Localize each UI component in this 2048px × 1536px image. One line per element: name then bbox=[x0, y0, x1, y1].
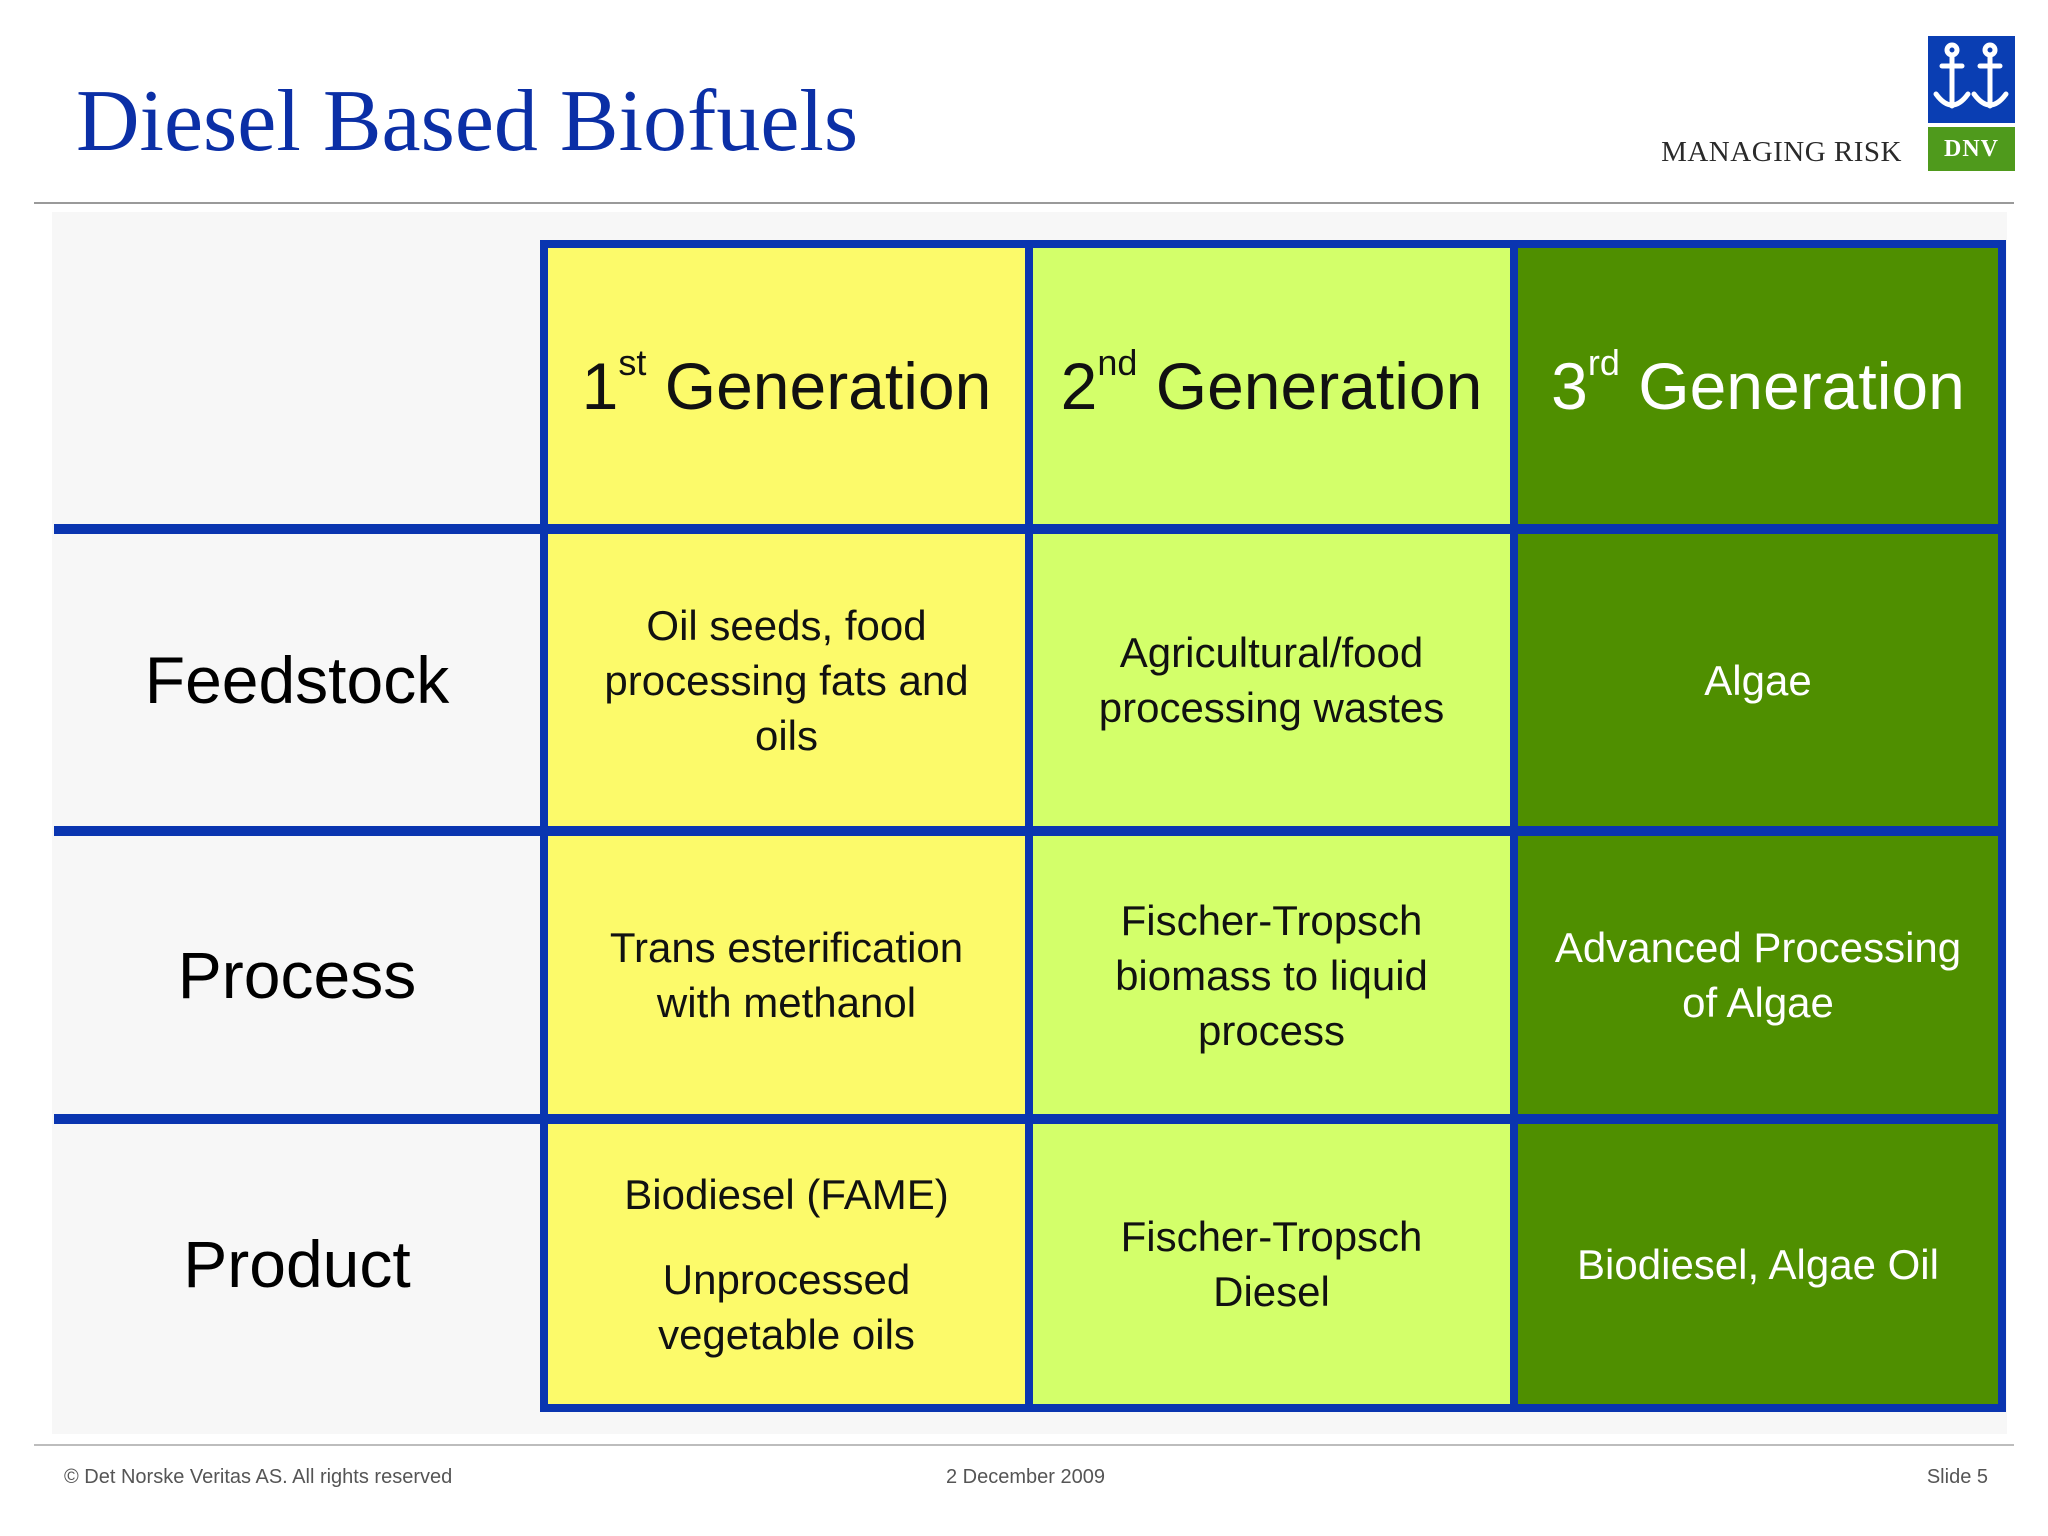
row-label-feedstock: Feedstock bbox=[144, 643, 450, 717]
cell-process-gen3: Advanced Processing of Algae bbox=[1518, 836, 1998, 1114]
dnv-logo-emblem bbox=[1928, 36, 2015, 123]
row-label-product: Product bbox=[183, 1227, 411, 1301]
gen-suffix: st bbox=[618, 342, 647, 383]
cell-text: Fischer-Tropsch biomass to liquid proces… bbox=[1115, 896, 1428, 1054]
logo-text: DNV bbox=[1944, 135, 1999, 162]
cell-text: Trans esterification with methanol bbox=[609, 924, 964, 1026]
gen-number: 3 bbox=[1551, 349, 1588, 423]
footer-divider bbox=[34, 1444, 2014, 1446]
cell-feedstock-gen1: Oil seeds, food processing fats and oils bbox=[548, 534, 1025, 826]
cell-process-gen2: Fischer-Tropsch biomass to liquid proces… bbox=[1033, 836, 1510, 1114]
header-2nd-generation: 2nd Generation bbox=[1033, 248, 1510, 524]
generations-table: 1st Generation 2nd Generation 3rd Genera… bbox=[540, 240, 2006, 1412]
gen-number: 2 bbox=[1060, 349, 1098, 423]
cell-text: Oil seeds, food processing fats and oils bbox=[604, 601, 969, 759]
cell-text: Biodiesel, Algae Oil bbox=[1577, 1240, 1939, 1288]
row-divider-product bbox=[54, 1114, 544, 1124]
footer-slide-number: Slide 5 bbox=[1926, 1466, 1988, 1488]
gen-word: Generation bbox=[1155, 349, 1483, 423]
anchor-icon bbox=[1933, 42, 2009, 109]
slide-title: Diesel Based Biofuels bbox=[76, 73, 859, 170]
header-3rd-generation: 3rd Generation bbox=[1518, 248, 1998, 524]
cell-product-gen3: Biodiesel, Algae Oil bbox=[1518, 1124, 1998, 1404]
row-divider-feedstock bbox=[54, 524, 544, 534]
cell-text: Biodiesel (FAME) bbox=[624, 1170, 949, 1218]
gen-word: Generation bbox=[664, 349, 992, 423]
header-1st-generation: 1st Generation bbox=[548, 248, 1025, 524]
footer-date: 2 December 2009 bbox=[946, 1466, 1105, 1488]
cell-text: Algae bbox=[1704, 656, 1812, 704]
cell-text: Agricultural/food processing wastes bbox=[1098, 629, 1445, 731]
dnv-logo: DNV bbox=[1928, 127, 2015, 171]
cell-process-gen1: Trans esterification with methanol bbox=[548, 836, 1025, 1114]
row-divider-process bbox=[54, 826, 544, 836]
cell-text: Unprocessed vegetable oils bbox=[658, 1255, 915, 1358]
footer-copyright: © Det Norske Veritas AS. All rights rese… bbox=[64, 1466, 453, 1488]
gen-word: Generation bbox=[1638, 349, 1965, 423]
gen-suffix: rd bbox=[1587, 342, 1620, 383]
cell-feedstock-gen2: Agricultural/food processing wastes bbox=[1033, 534, 1510, 826]
cell-text: Advanced Processing of Algae bbox=[1554, 924, 1962, 1026]
row-label-process: Process bbox=[177, 938, 417, 1012]
header-divider bbox=[34, 202, 2014, 204]
cell-feedstock-gen3: Algae bbox=[1518, 534, 1998, 826]
gen-number: 1 bbox=[581, 349, 619, 423]
cell-text: Fischer-Tropsch Diesel bbox=[1120, 1213, 1423, 1315]
tagline: MANAGING RISK bbox=[1661, 136, 1902, 168]
gen-suffix: nd bbox=[1097, 342, 1138, 383]
cell-product-gen2: Fischer-Tropsch Diesel bbox=[1033, 1124, 1510, 1404]
cell-product-gen1: Biodiesel (FAME) Unprocessed vegetable o… bbox=[548, 1124, 1025, 1404]
